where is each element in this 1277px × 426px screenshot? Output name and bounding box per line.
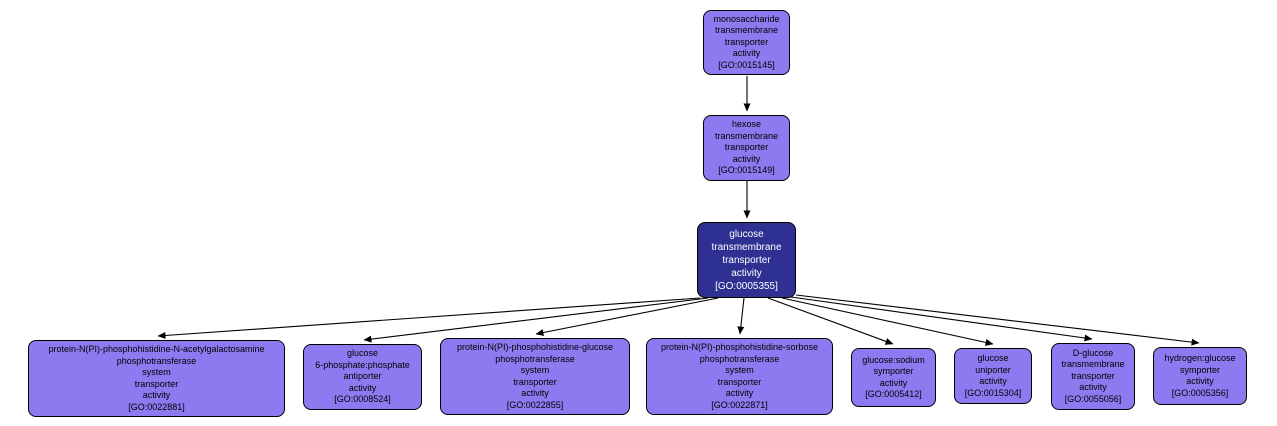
node-go-0022871[interactable]: protein-N(PI)-phosphohistidine-sorbose p… bbox=[646, 338, 833, 415]
node-go-0005355-selected[interactable]: glucose transmembrane transporter activi… bbox=[697, 222, 796, 298]
edge-0005355-0055056 bbox=[790, 296, 1093, 342]
edge-0005355-0022871 bbox=[737, 297, 745, 335]
node-go-0008524[interactable]: glucose 6-phosphate:phosphate antiporter… bbox=[303, 344, 422, 410]
edge-0005355-0005356 bbox=[795, 294, 1200, 346]
node-go-0022855[interactable]: protein-N(PI)-phosphohistidine-glucose p… bbox=[440, 338, 630, 415]
edge-0005355-0022855 bbox=[535, 297, 719, 336]
node-go-0015145[interactable]: monosaccharide transmembrane transporter… bbox=[703, 10, 790, 75]
node-go-0005356[interactable]: hydrogen:glucose symporter activity [GO:… bbox=[1153, 347, 1247, 405]
edge-0005355-0022881 bbox=[157, 297, 701, 339]
node-go-0015304[interactable]: glucose uniporter activity [GO:0015304] bbox=[954, 348, 1032, 404]
node-go-0022881[interactable]: protein-N(PI)-phosphohistidine-N-acetylg… bbox=[28, 340, 285, 417]
node-go-0005412[interactable]: glucose:sodium symporter activity [GO:00… bbox=[851, 348, 936, 407]
node-go-0015149[interactable]: hexose transmembrane transporter activit… bbox=[703, 115, 790, 181]
node-go-0055056[interactable]: D-glucose transmembrane transporter acti… bbox=[1051, 343, 1135, 410]
edge-0005355-0008524 bbox=[363, 297, 709, 343]
